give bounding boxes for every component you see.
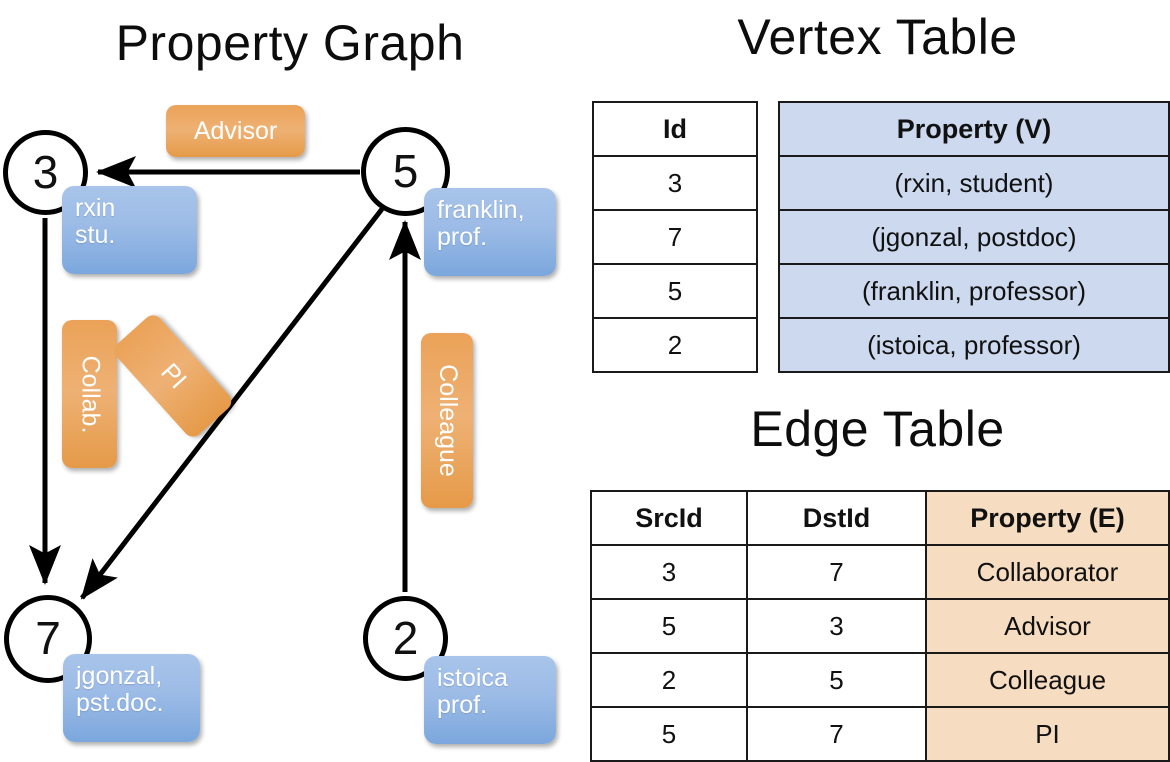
table-row[interactable]: 7	[592, 209, 758, 265]
edge-cell-property: Advisor	[925, 598, 1170, 654]
node-2-label: 2	[392, 611, 419, 664]
vertex-property-rxin-line2: stu.	[75, 221, 116, 249]
edge-header-property: Property (E)	[925, 490, 1170, 546]
vertex-property-franklin-line2: prof.	[437, 223, 488, 251]
edge-cell-src: 3	[590, 544, 748, 600]
edge-header-dstid: DstId	[746, 490, 927, 546]
vertex-cell-property: (jgonzal, postdoc)	[778, 209, 1170, 265]
table-row[interactable]: 5 7	[590, 706, 927, 762]
vertex-cell-property: (rxin, student)	[778, 155, 1170, 211]
table-row[interactable]: Advisor	[925, 598, 1170, 654]
colleague-label: Colleague	[421, 333, 473, 508]
vertex-table-property-column: Property (V) (rxin, student) (jgonzal, p…	[778, 101, 1170, 373]
table-header-row: Id	[592, 101, 758, 157]
graph-edges	[29, 156, 421, 600]
table-row[interactable]: 3 7	[590, 544, 927, 600]
table-row[interactable]: 2	[592, 317, 758, 373]
table-row[interactable]: (jgonzal, postdoc)	[778, 209, 1170, 265]
vertex-property-franklin: franklin, prof.	[424, 188, 556, 276]
node-2[interactable]: 2	[363, 596, 448, 681]
vertex-cell-id: 7	[592, 209, 758, 265]
vertex-property-franklin-line1: franklin,	[437, 196, 525, 224]
edge-cell-property: PI	[925, 706, 1170, 762]
vertex-table-id-column: Id 3 7 5 2	[592, 101, 758, 373]
edge-cell-property: Colleague	[925, 652, 1170, 708]
node-7-label: 7	[35, 612, 61, 664]
vertex-property-rxin: rxin stu.	[62, 186, 197, 274]
table-row[interactable]: (istoica, professor)	[778, 317, 1170, 373]
edge-table-title: Edge Table	[750, 401, 1005, 457]
vertex-cell-id: 5	[592, 263, 758, 319]
edge-table-property-column: Property (E) Collaborator Advisor Collea…	[925, 490, 1170, 762]
edge-cell-dst: 7	[746, 544, 927, 600]
edge-cell-dst: 5	[746, 652, 927, 708]
table-row[interactable]: PI	[925, 706, 1170, 762]
colleague-label-text: Colleague	[433, 364, 462, 477]
edge-cell-dst: 7	[746, 706, 927, 762]
node-5[interactable]: 5	[361, 127, 450, 216]
vertex-cell-id: 2	[592, 317, 758, 373]
advisor-label: Advisor	[166, 105, 305, 157]
graph-title: Property Graph	[115, 15, 465, 71]
vertex-property-istoica: istoica prof.	[424, 656, 556, 744]
vertex-cell-id: 3	[592, 155, 758, 211]
vertex-header-id: Id	[592, 101, 758, 157]
vertex-property-rxin-line1: rxin	[75, 194, 116, 222]
edge-cell-src: 2	[590, 652, 748, 708]
vertex-property-istoica-line2: prof.	[437, 691, 488, 719]
vertex-property-istoica-line1: istoica	[437, 664, 508, 692]
edge-cell-dst: 3	[746, 598, 927, 654]
node-3-label: 3	[32, 145, 59, 198]
advisor-label-text: Advisor	[193, 116, 278, 145]
table-row[interactable]: Colleague	[925, 652, 1170, 708]
property-graph-panel: Property Graph 3 5 7	[0, 0, 585, 760]
vertex-property-jgonzal: jgonzal, pst.doc.	[63, 654, 200, 742]
table-header-row: Property (V)	[778, 101, 1170, 157]
table-header-row: SrcId DstId	[590, 490, 927, 546]
vertex-cell-property: (istoica, professor)	[778, 317, 1170, 373]
edge-cell-src: 5	[590, 706, 748, 762]
vertex-header-property: Property (V)	[778, 101, 1170, 157]
edge-5-to-7	[80, 207, 384, 600]
vertex-cell-property: (franklin, professor)	[778, 263, 1170, 319]
vertex-property-jgonzal-line1: jgonzal,	[76, 662, 163, 690]
table-row[interactable]: 5 3	[590, 598, 927, 654]
vertex-property-jgonzal-line2: pst.doc.	[76, 689, 164, 717]
node-5-label: 5	[392, 144, 419, 197]
table-row[interactable]: (rxin, student)	[778, 155, 1170, 211]
edge-table-id-columns: SrcId DstId 3 7 5 3 2 5 5 7	[590, 490, 927, 762]
table-row[interactable]: 2 5	[590, 652, 927, 708]
collab-label-text: Collab.	[76, 355, 105, 433]
edge-cell-src: 5	[590, 598, 748, 654]
vertex-table-title: Vertex Table	[737, 9, 1018, 65]
table-row[interactable]: Collaborator	[925, 544, 1170, 600]
pi-label-text: PI	[155, 357, 192, 394]
table-row[interactable]: 5	[592, 263, 758, 319]
edge-cell-property: Collaborator	[925, 544, 1170, 600]
edge-header-srcid: SrcId	[590, 490, 748, 546]
table-row[interactable]: 3	[592, 155, 758, 211]
table-row[interactable]: (franklin, professor)	[778, 263, 1170, 319]
table-header-row: Property (E)	[925, 490, 1170, 546]
collab-label: Collab.	[62, 320, 117, 468]
